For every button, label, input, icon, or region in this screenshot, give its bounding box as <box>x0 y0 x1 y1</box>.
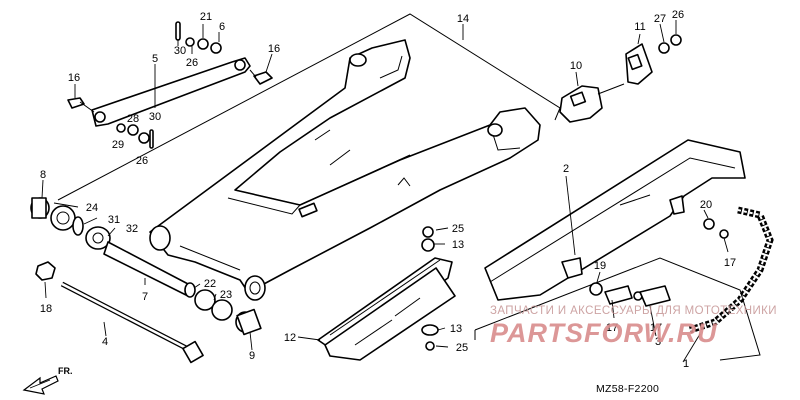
callout-29: 29 <box>112 139 124 151</box>
chain-guide <box>559 43 653 123</box>
callout-21: 21 <box>200 11 212 23</box>
callout-16-lower: 16 <box>68 72 80 84</box>
front-label: FR. <box>58 366 73 376</box>
callout-17-mid: 17 <box>650 322 662 334</box>
callout-1: 1 <box>683 358 689 370</box>
callout-17-right: 17 <box>724 257 736 269</box>
callout-30-upper: 30 <box>174 45 186 57</box>
callout-13-upper: 13 <box>452 239 464 251</box>
callout-17-left: 17 <box>606 322 618 334</box>
callout-26-right: 26 <box>672 9 684 21</box>
chain-slider <box>317 257 456 361</box>
callout-28: 28 <box>127 113 139 125</box>
callout-12: 12 <box>284 332 296 344</box>
callout-20: 20 <box>700 199 712 211</box>
callout-22: 22 <box>204 278 216 290</box>
callout-18: 18 <box>40 303 52 315</box>
callout-23: 23 <box>220 289 232 301</box>
callout-7: 7 <box>142 291 148 303</box>
leader-lines <box>41 20 729 363</box>
callout-8: 8 <box>40 169 46 181</box>
callout-numbers: 14 16 16 5 21 6 30 26 28 30 29 26 8 24 3… <box>40 9 736 370</box>
drive-chain <box>604 206 774 334</box>
callout-25-lower: 25 <box>456 342 468 354</box>
swingarm <box>149 39 541 301</box>
watermark-logo: PARTSFORW.RU <box>490 318 718 348</box>
callout-25-upper: 25 <box>452 223 464 235</box>
group-frame-lines <box>57 13 761 361</box>
callout-26-upper: 26 <box>186 57 198 69</box>
callout-32: 32 <box>126 223 138 235</box>
pivot-bearings <box>30 197 262 336</box>
callout-30-lower: 30 <box>149 111 161 123</box>
watermark-caption: ЗАПЧАСТИ И АКСЕССУАРЫ ДЛЯ МОТОТЕХНИКИ <box>490 305 777 317</box>
callout-26-lower: 26 <box>136 155 148 167</box>
front-direction-arrow: FR. <box>22 366 73 395</box>
callout-16-upper: 16 <box>268 43 280 55</box>
callout-5: 5 <box>152 53 158 65</box>
watermark: ЗАПЧАСТИ И АКСЕССУАРЫ ДЛЯ МОТОТЕХНИКИ PA… <box>490 305 777 348</box>
callout-11: 11 <box>634 21 645 33</box>
callout-3: 3 <box>655 336 661 348</box>
callout-13-lower: 13 <box>450 323 462 335</box>
callout-31: 31 <box>108 214 120 226</box>
callout-4: 4 <box>102 336 108 348</box>
callout-2: 2 <box>563 163 569 175</box>
callout-6: 6 <box>219 21 225 33</box>
callout-19: 19 <box>594 260 606 272</box>
pivot-bolt <box>35 261 204 364</box>
diagram-reference-code: MZ58-F2200 <box>596 383 659 395</box>
torque-rod <box>67 57 273 127</box>
callout-9: 9 <box>249 350 255 362</box>
callout-24: 24 <box>86 202 98 214</box>
callout-14: 14 <box>457 13 469 25</box>
chain-case <box>484 139 746 301</box>
callout-27: 27 <box>654 13 666 25</box>
callout-10: 10 <box>570 60 582 72</box>
hardware-small-parts <box>116 21 729 351</box>
